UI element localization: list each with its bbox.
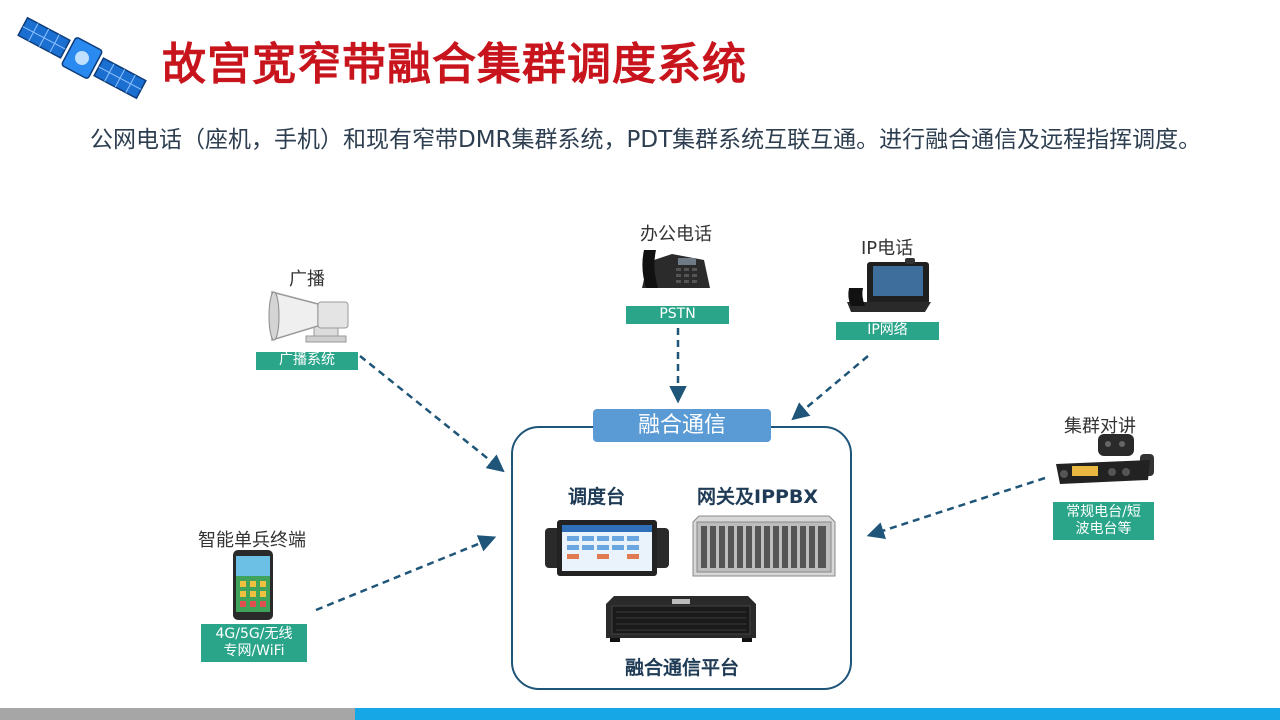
network-tag-line1: 4G/5G/无线: [215, 626, 293, 642]
arrow-trunk: [866, 476, 1046, 539]
gateway-chassis-icon: [692, 515, 836, 577]
ip-network-tag: IP网络: [836, 322, 939, 340]
arrow-ip: [791, 355, 869, 421]
dispatch-console-icon: [545, 520, 669, 576]
smart-terminal-label: 智能单兵终端: [198, 530, 306, 551]
radio-station-tag: 常规电台/短 波电台等: [1053, 502, 1154, 540]
broadcast-tag: 广播系统: [256, 352, 358, 370]
network-tag: 4G/5G/无线 专网/WiFi: [201, 624, 307, 662]
satellite-icon: [17, 16, 147, 100]
arrow-smart: [315, 535, 497, 612]
page-title: 故宫宽窄带融合集群调度系统: [162, 39, 747, 90]
arrow-broadcast: [359, 355, 505, 473]
pstn-tag: PSTN: [626, 306, 729, 324]
fusion-communication-header: 融合通信: [593, 409, 771, 442]
footer-bar-gray: [0, 708, 355, 720]
network-tag-line2: 专网/WiFi: [223, 643, 285, 659]
broadcast-label: 广播: [289, 269, 325, 290]
platform-server-icon: [606, 596, 756, 642]
dispatch-console-label: 调度台: [568, 486, 626, 508]
radio-station-tag-line2: 波电台等: [1075, 521, 1132, 537]
smartphone-icon: [233, 550, 273, 620]
footer-bar-blue: [355, 708, 1280, 720]
gateway-ippbx-label: 网关及IPPBX: [697, 486, 819, 508]
radio-station-tag-line1: 常规电台/短: [1066, 504, 1141, 520]
mobile-radio-icon: [1056, 434, 1154, 484]
horn-speaker-icon: [268, 291, 349, 343]
desk-phone-icon: [642, 250, 710, 288]
platform-label: 融合通信平台: [625, 657, 740, 679]
intro-text: 公网电话（座机，手机）和现有窄带DMR集群系统，PDT集群系统互联互通。进行融合…: [90, 127, 1202, 153]
ip-phone-label: IP电话: [861, 238, 914, 259]
trunk-radio-label: 集群对讲: [1064, 416, 1136, 437]
ip-phone-icon: [847, 258, 931, 312]
office-phone-label: 办公电话: [640, 224, 712, 245]
